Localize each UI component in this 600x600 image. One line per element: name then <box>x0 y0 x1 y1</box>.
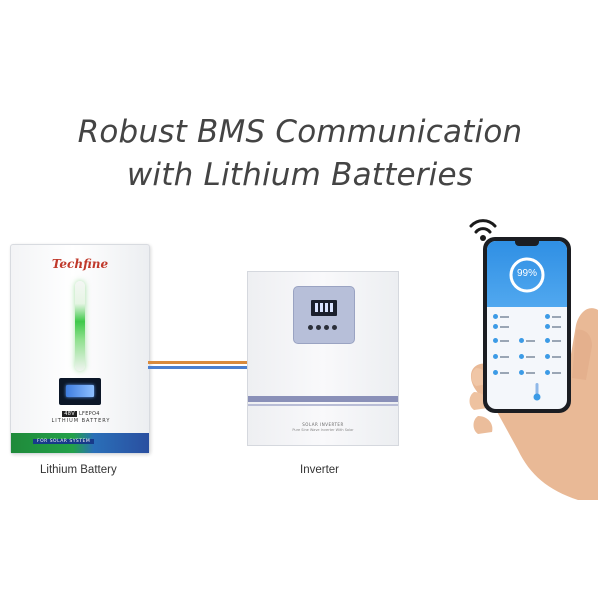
bms-cable-orange <box>148 361 248 364</box>
chemistry-text: LFEPO4 <box>78 411 100 417</box>
soc-gauge <box>509 257 545 293</box>
battery-type-label: LITHIUM BATTERY <box>51 418 111 424</box>
battery-lcd-display <box>59 378 101 405</box>
inverter-label-subtitle: Pure Sine Wave Inverter With Solar <box>292 428 354 432</box>
app-grid-item <box>493 369 509 377</box>
inverter-band <box>248 396 398 402</box>
inverter-button <box>308 325 313 330</box>
inverter-control-panel <box>293 286 355 344</box>
battery-color-stripe: FOR SOLAR SYSTEM <box>11 433 149 453</box>
battery-brand-logo: Techfine <box>51 257 109 271</box>
inverter-label-title: SOLAR INVERTER <box>302 422 344 427</box>
soc-reading: 99% <box>516 268 537 279</box>
app-grid-item <box>493 337 509 345</box>
wifi-icon <box>469 219 497 241</box>
inverter-lcd-display <box>311 300 337 316</box>
inverter-button <box>324 325 329 330</box>
app-grid-item <box>519 369 535 377</box>
inverter-button <box>316 325 321 330</box>
voltage-badge: 48V <box>62 411 77 417</box>
app-stat-item <box>545 323 561 331</box>
app-grid-item <box>493 353 509 361</box>
inverter-button <box>332 325 337 330</box>
app-grid-item <box>545 353 561 361</box>
app-stat-item <box>493 323 509 331</box>
smartphone: 99% <box>483 237 571 413</box>
headline-line-1: Robust BMS Communication <box>77 114 523 150</box>
app-grid-item <box>545 369 561 377</box>
battery-caption: Lithium Battery <box>40 464 117 476</box>
app-grid-item <box>519 337 535 345</box>
headline-line-2: with Lithium Batteries <box>126 157 474 193</box>
inverter-caption: Inverter <box>300 464 339 476</box>
app-stat-item <box>493 313 509 321</box>
inverter-band-thin <box>248 404 398 406</box>
app-stat-item <box>545 313 561 321</box>
bms-cable-blue <box>148 366 248 369</box>
app-header <box>487 241 567 307</box>
battery-led-indicator <box>75 281 85 371</box>
app-grid-item <box>545 337 561 345</box>
thermometer-icon <box>533 383 541 401</box>
app-grid-item <box>519 353 535 361</box>
bms-app-screen: 99% <box>487 241 567 409</box>
soc-gauge-fill <box>509 257 545 293</box>
phone-notch <box>515 241 539 246</box>
battery-stripe-label: FOR SOLAR SYSTEM <box>33 439 95 444</box>
inverter-image: SOLAR INVERTER Pure Sine Wave Inverter W… <box>247 271 399 446</box>
